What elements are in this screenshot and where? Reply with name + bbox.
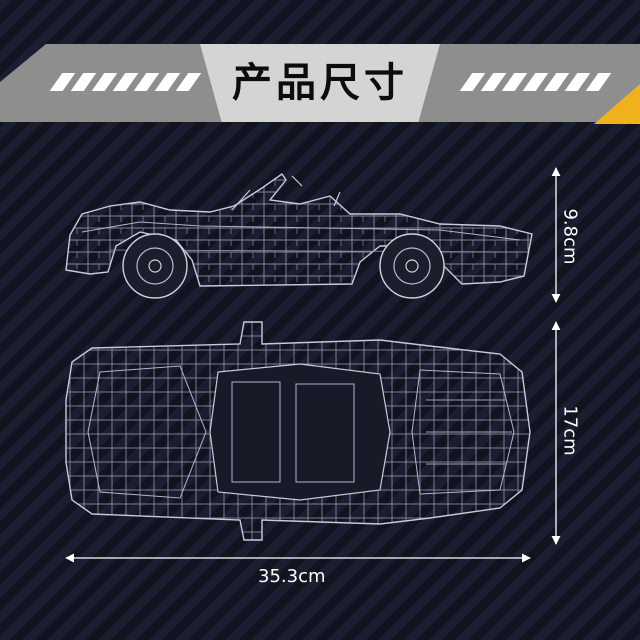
car-side-view — [65, 173, 533, 299]
page-title: 产品尺寸 — [232, 60, 408, 106]
height-dimension-label: 9.8cm — [559, 208, 581, 265]
title-tab — [200, 44, 440, 122]
depth-dimension-label: 17cm — [559, 405, 581, 456]
car-top-view — [65, 321, 531, 541]
width-dimension-label: 35.3cm — [258, 566, 326, 587]
